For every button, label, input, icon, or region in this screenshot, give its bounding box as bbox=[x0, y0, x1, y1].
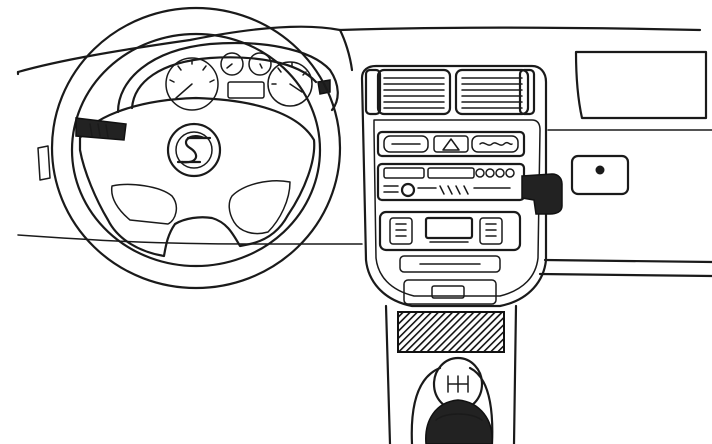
climate-controls bbox=[378, 210, 522, 252]
radio-preset-strip[interactable] bbox=[383, 167, 425, 179]
right-air-vent[interactable] bbox=[454, 68, 530, 116]
power-outlet[interactable] bbox=[431, 285, 465, 299]
left-air-vent[interactable] bbox=[376, 68, 452, 116]
radio-knob-1[interactable] bbox=[475, 168, 485, 178]
climate-display bbox=[424, 216, 474, 240]
speedometer-gauge bbox=[165, 57, 219, 111]
brand-emblem bbox=[166, 122, 222, 178]
fuel-gauge bbox=[220, 52, 244, 76]
storage-slot[interactable] bbox=[399, 255, 501, 273]
tachometer-gauge bbox=[267, 61, 313, 107]
radio-knob-3[interactable] bbox=[495, 168, 505, 178]
center-console bbox=[360, 64, 548, 308]
trip-display bbox=[227, 81, 265, 99]
air-vents[interactable] bbox=[364, 68, 536, 116]
hazard-button[interactable] bbox=[433, 135, 469, 153]
temp-gauge bbox=[248, 52, 272, 76]
instrument-cluster bbox=[116, 41, 339, 114]
rear-defrost-button[interactable] bbox=[471, 135, 519, 153]
dashboard-outline bbox=[16, 25, 712, 278]
radio-unit bbox=[376, 162, 526, 202]
steering-wheel[interactable] bbox=[50, 6, 342, 290]
storage-tray bbox=[397, 311, 505, 353]
switch-row bbox=[376, 130, 526, 158]
radio-display bbox=[427, 167, 475, 179]
glovebox-lock bbox=[595, 165, 605, 175]
console-slots bbox=[399, 255, 501, 305]
temp-dial[interactable] bbox=[479, 217, 503, 245]
glovebox-handle[interactable] bbox=[570, 154, 630, 196]
gear-tunnel bbox=[384, 304, 518, 444]
left-switch-button[interactable] bbox=[383, 135, 429, 153]
fan-dial[interactable] bbox=[389, 217, 413, 245]
radio-knob-4[interactable] bbox=[505, 168, 515, 178]
radio-knob-2[interactable] bbox=[485, 168, 495, 178]
volume-knob[interactable] bbox=[400, 182, 416, 198]
glovebox bbox=[570, 50, 708, 196]
phone-mount[interactable] bbox=[521, 173, 563, 215]
